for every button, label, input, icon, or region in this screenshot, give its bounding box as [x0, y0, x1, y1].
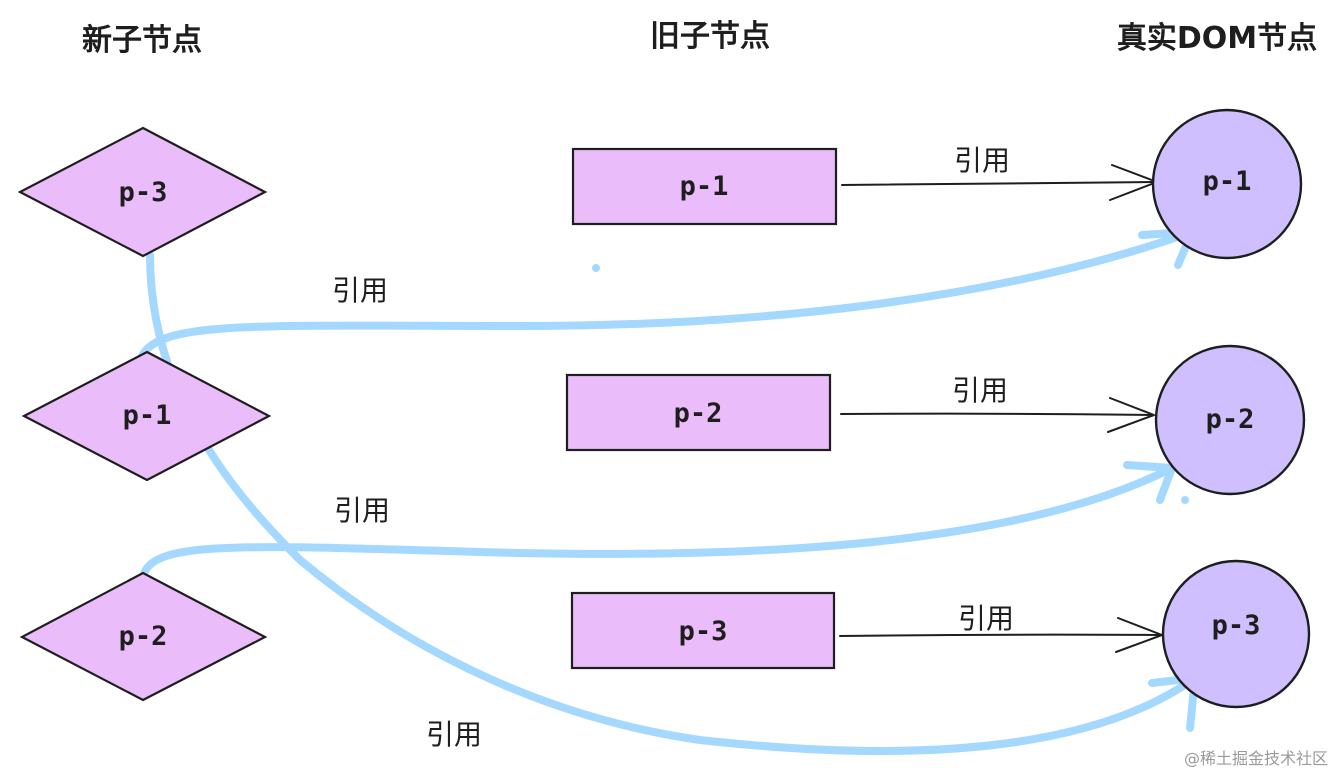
- old-node-p-3: p-3: [570, 591, 836, 670]
- node-label: p-1: [1203, 166, 1252, 197]
- column-title-old-children: 旧子节点: [650, 19, 770, 54]
- node-label: p-2: [674, 398, 723, 429]
- node-label: p-2: [119, 621, 168, 652]
- node-label: p-3: [679, 616, 728, 647]
- edge-label: 引用: [954, 144, 1010, 177]
- node-label: p-1: [123, 400, 172, 431]
- edge-new-p-3-to-dom-p-3: 引用: [146, 251, 1199, 756]
- old-node-p-1: p-1: [571, 147, 838, 226]
- edge-old-p-2-to-dom-p-2: 引用: [840, 374, 1155, 433]
- dom-node-p-2: p-2: [1154, 344, 1306, 496]
- edge-label: 引用: [958, 602, 1014, 635]
- new-node-p-2: p-2: [19, 571, 268, 702]
- watermark: @稀土掘金技术社区: [1184, 749, 1328, 768]
- dom-node-p-3: p-3: [1161, 559, 1311, 709]
- column-title-new-children: 新子节点: [82, 23, 202, 58]
- edge-old-p-1-to-dom-p-1: 引用: [841, 144, 1158, 201]
- new-node-p-3: p-3: [17, 126, 268, 258]
- edge-label: 引用: [426, 718, 482, 751]
- node-label: p-3: [1212, 610, 1261, 641]
- stray-dot: [592, 264, 600, 272]
- column-title-real-dom: 真实DOM节点: [1117, 21, 1317, 56]
- edge-new-p-1-to-dom-p-1: 引用: [138, 228, 1196, 360]
- new-node-p-1: p-1: [21, 350, 272, 482]
- edge-label: 引用: [952, 374, 1008, 407]
- node-label: p-3: [119, 177, 168, 208]
- old-node-p-2: p-2: [565, 373, 832, 452]
- edge-label: 引用: [334, 494, 390, 527]
- edge-label: 引用: [332, 274, 388, 307]
- edge-old-p-3-to-dom-p-3: 引用: [839, 602, 1163, 653]
- edge-new-p-2-to-dom-p-2: 引用: [139, 461, 1189, 581]
- node-label: p-1: [680, 171, 729, 202]
- node-label: p-2: [1206, 404, 1255, 435]
- dom-node-p-1: p-1: [1151, 108, 1303, 260]
